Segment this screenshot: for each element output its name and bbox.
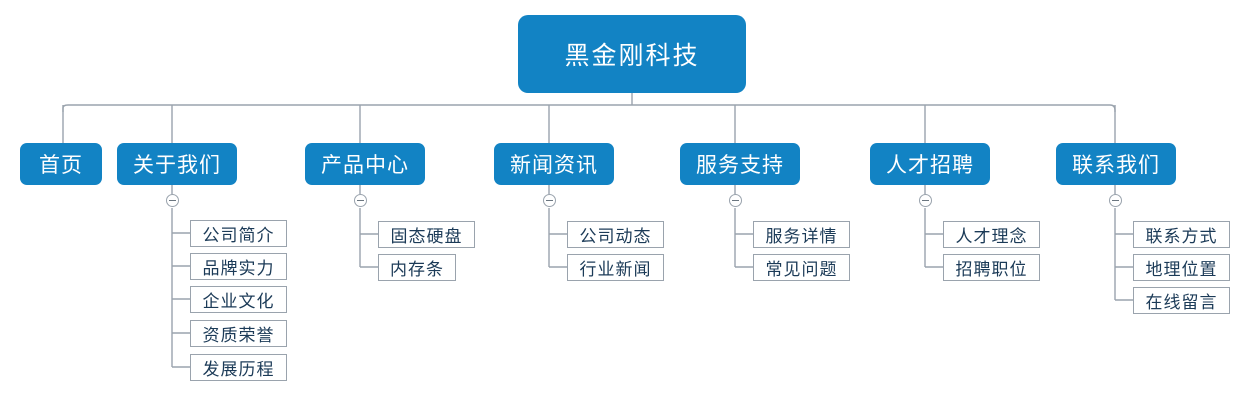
leaf-about-0[interactable]: 公司简介 — [190, 220, 287, 247]
leaf-contact-0[interactable]: 联系方式 — [1133, 221, 1230, 248]
leaf-label: 企业文化 — [202, 292, 275, 312]
leaf-contact-2[interactable]: 在线留言 — [1133, 287, 1230, 314]
minus-circle-icon-about[interactable] — [166, 194, 179, 207]
node-products-label: 产品中心 — [321, 153, 409, 177]
leaf-label: 人才理念 — [955, 227, 1028, 247]
leaf-products-1[interactable]: 内存条 — [378, 254, 456, 281]
node-home-label: 首页 — [39, 153, 83, 177]
leaf-label: 行业新闻 — [579, 260, 652, 280]
minus-circle-icon-contact[interactable] — [1109, 194, 1122, 207]
leaf-careers-0[interactable]: 人才理念 — [943, 221, 1040, 248]
leaf-contact-1[interactable]: 地理位置 — [1133, 254, 1230, 281]
leaf-label: 招聘职位 — [955, 260, 1028, 280]
leaf-label: 发展历程 — [202, 360, 275, 380]
leaf-about-4[interactable]: 发展历程 — [190, 354, 287, 381]
leaf-service-1[interactable]: 常见问题 — [753, 254, 850, 281]
node-careers[interactable]: 人才招聘 — [870, 143, 990, 185]
leaf-about-1[interactable]: 品牌实力 — [190, 253, 287, 280]
leaf-label: 公司动态 — [579, 227, 652, 247]
node-careers-label: 人才招聘 — [886, 153, 974, 177]
minus-circle-icon-careers[interactable] — [919, 194, 932, 207]
leaf-news-0[interactable]: 公司动态 — [567, 221, 664, 248]
node-products[interactable]: 产品中心 — [305, 143, 425, 185]
leaf-careers-1[interactable]: 招聘职位 — [943, 254, 1040, 281]
node-news-label: 新闻资讯 — [510, 153, 598, 177]
leaf-label: 公司简介 — [202, 226, 275, 246]
leaf-label: 联系方式 — [1145, 227, 1218, 247]
minus-circle-icon-news[interactable] — [543, 194, 556, 207]
leaf-service-0[interactable]: 服务详情 — [753, 221, 850, 248]
minus-circle-icon-products[interactable] — [354, 194, 367, 207]
leaf-about-2[interactable]: 企业文化 — [190, 286, 287, 313]
node-service[interactable]: 服务支持 — [680, 143, 800, 185]
node-contact[interactable]: 联系我们 — [1056, 143, 1176, 185]
node-home[interactable]: 首页 — [20, 143, 102, 185]
leaf-label: 内存条 — [390, 260, 444, 280]
leaf-label: 固态硬盘 — [390, 227, 463, 247]
leaf-label: 资质荣誉 — [202, 326, 275, 346]
leaf-about-3[interactable]: 资质荣誉 — [190, 320, 287, 347]
node-contact-label: 联系我们 — [1072, 153, 1160, 177]
leaf-label: 在线留言 — [1145, 293, 1218, 313]
node-service-label: 服务支持 — [696, 153, 784, 177]
leaf-products-0[interactable]: 固态硬盘 — [378, 221, 475, 248]
node-about-label: 关于我们 — [133, 153, 221, 177]
node-news[interactable]: 新闻资讯 — [494, 143, 614, 185]
node-about[interactable]: 关于我们 — [117, 143, 237, 185]
root-node-label: 黑金刚科技 — [564, 41, 700, 70]
leaf-label: 地理位置 — [1145, 260, 1218, 280]
leaf-news-1[interactable]: 行业新闻 — [567, 254, 664, 281]
root-node[interactable]: 黑金刚科技 — [518, 15, 746, 93]
leaf-label: 常见问题 — [765, 260, 838, 280]
leaf-label: 品牌实力 — [202, 259, 275, 279]
leaf-label: 服务详情 — [765, 227, 838, 247]
minus-circle-icon-service[interactable] — [729, 194, 742, 207]
